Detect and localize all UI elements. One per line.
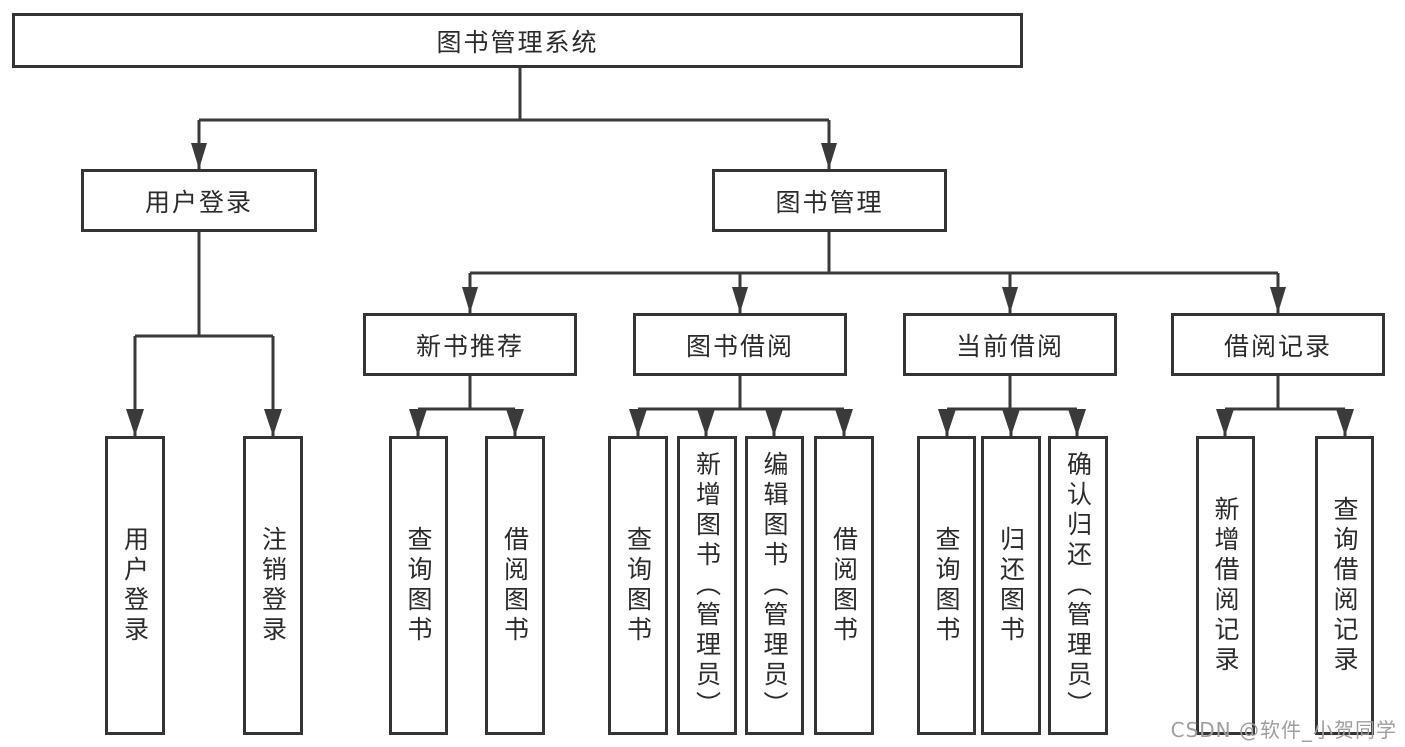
leaf-borrow-books-borrowing: 借阅图书	[814, 436, 874, 735]
node-new-book-recommendation: 新书推荐	[363, 313, 577, 376]
leaf-borrow-books-recommend: 借阅图书	[485, 436, 545, 735]
leaf-query-books-borrowing: 查询图书	[608, 436, 668, 735]
node-borrowing-records: 借阅记录	[1171, 313, 1385, 376]
leaf-add-borrow-record: 新增借阅记录	[1196, 436, 1255, 735]
leaf-query-books-recommend: 查询图书	[389, 436, 448, 735]
connector-strokes	[133, 68, 1347, 436]
node-book-management: 图书管理	[712, 169, 947, 232]
leaf-add-books-admin: 新增图书（管理员）	[677, 436, 737, 735]
leaf-return-books: 归还图书	[981, 436, 1041, 735]
leaf-confirm-return-admin: 确认归还（管理员）	[1048, 436, 1108, 735]
leaf-edit-books-admin: 编辑图书（管理员）	[745, 436, 804, 735]
leaf-query-books-current: 查询图书	[917, 436, 976, 735]
connector-arrowheads	[126, 143, 1354, 436]
node-current-borrowing: 当前借阅	[903, 313, 1117, 376]
leaf-query-borrow-record: 查询借阅记录	[1315, 436, 1374, 735]
node-book-borrowing: 图书借阅	[633, 313, 847, 376]
csdn-watermark: CSDN @软件_小贺同学	[1170, 718, 1397, 742]
node-library-management-system: 图书管理系统	[12, 13, 1023, 68]
leaf-user-login: 用户登录	[105, 436, 165, 735]
leaf-logout: 注销登录	[243, 436, 303, 735]
node-user-login: 用户登录	[81, 169, 317, 232]
